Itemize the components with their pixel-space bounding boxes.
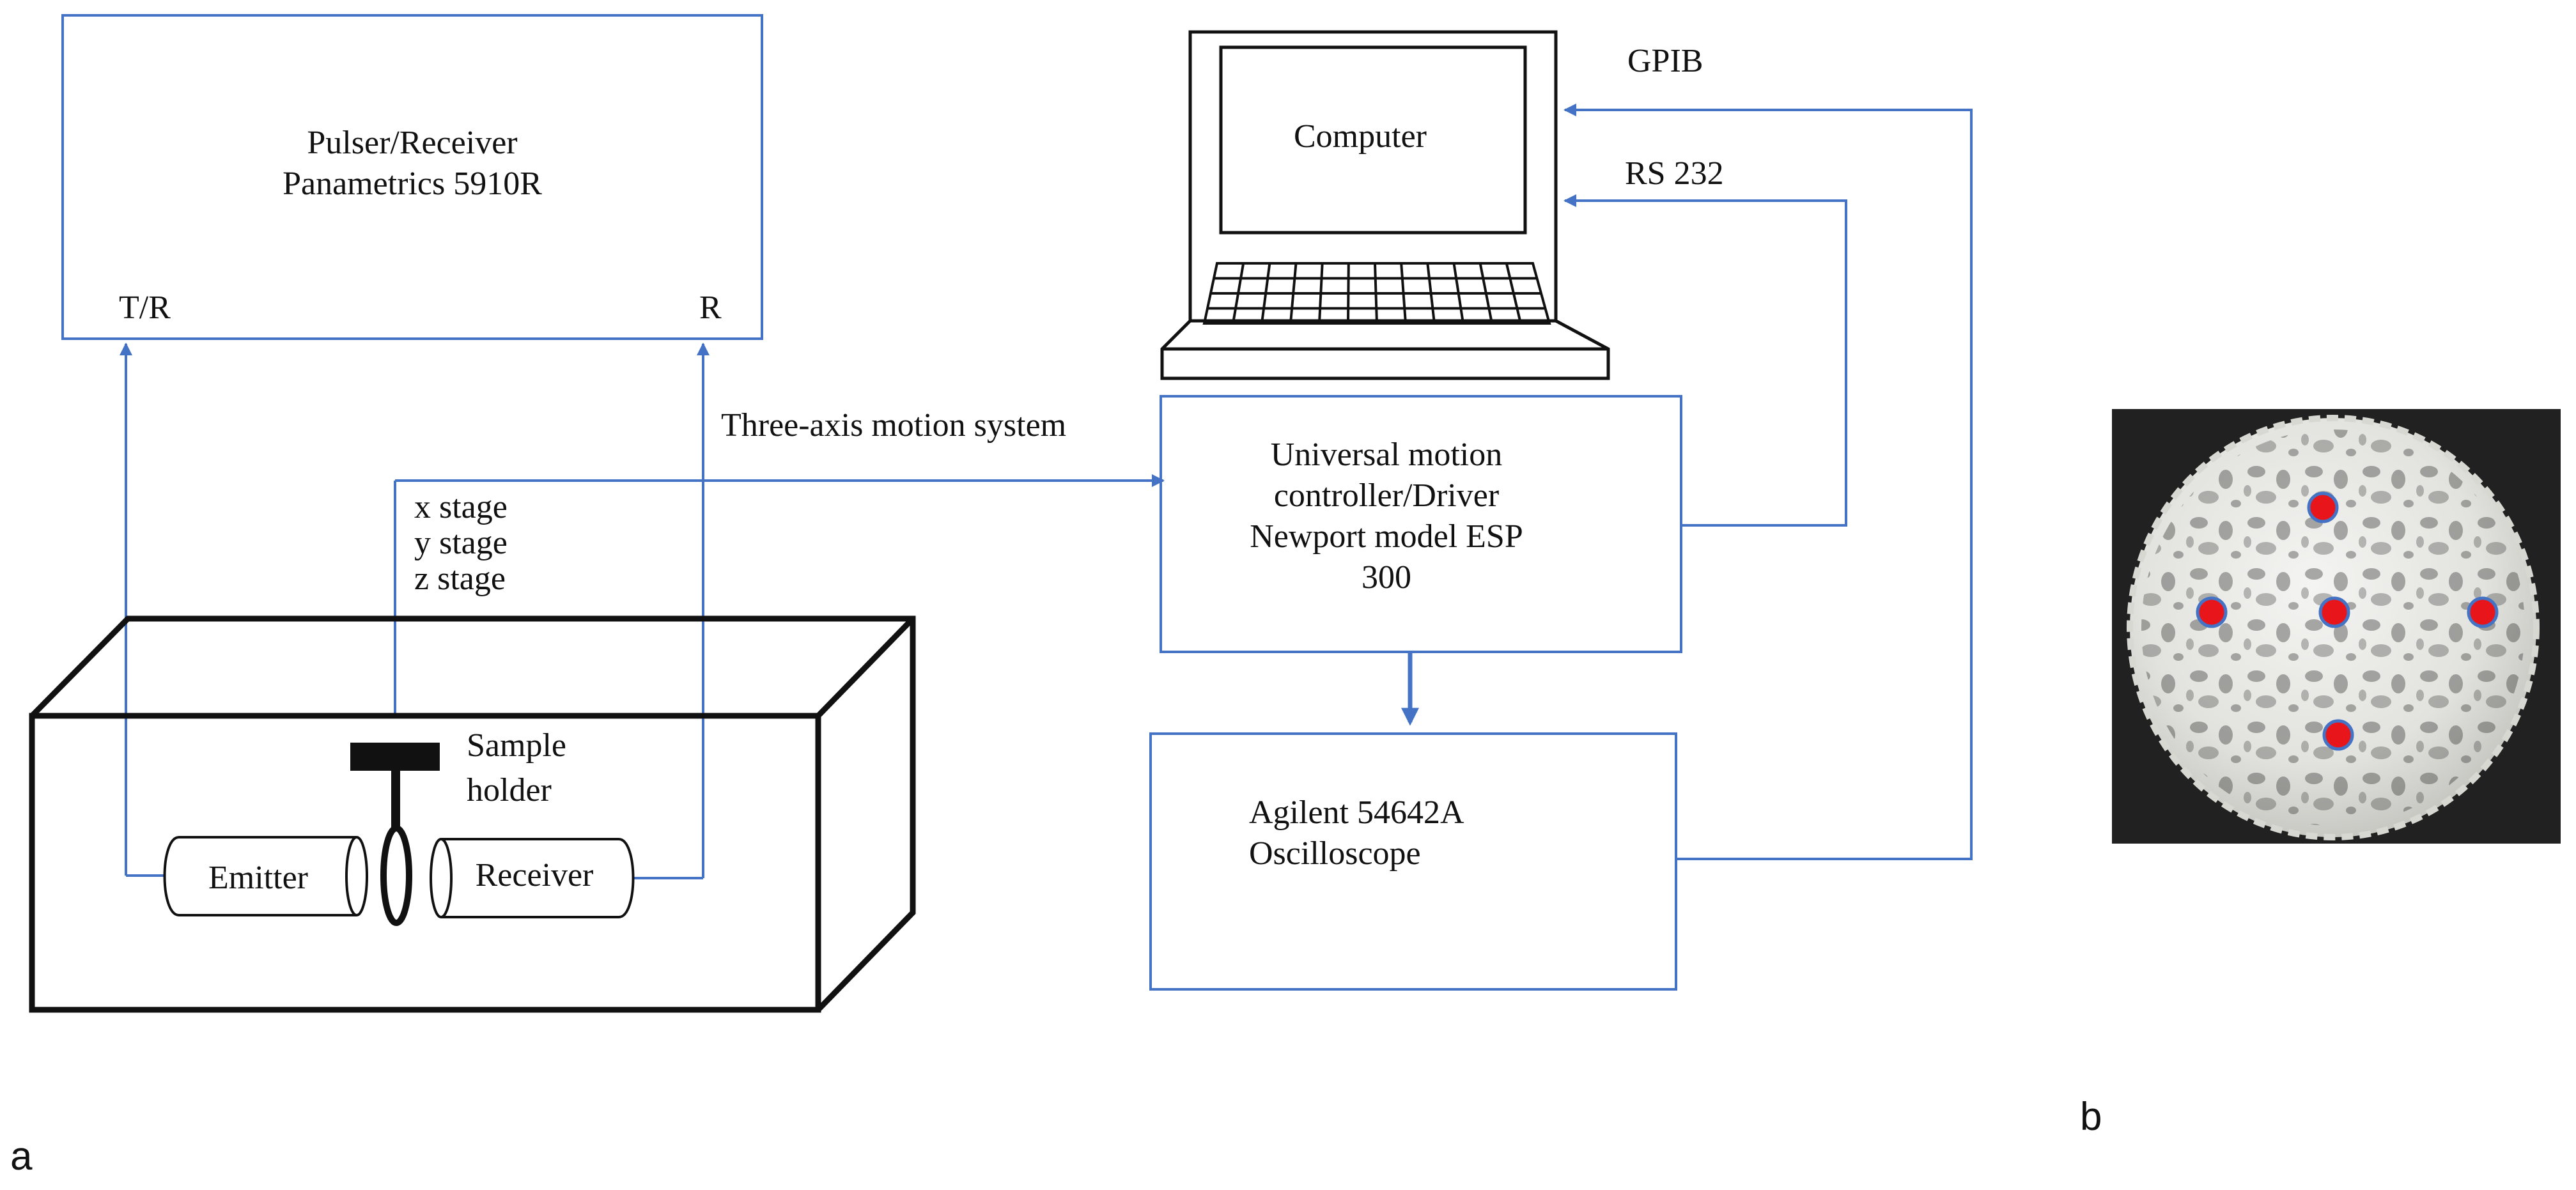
oscilloscope-label-line1: Agilent 54642A bbox=[1249, 794, 1464, 831]
sample-holder-ring bbox=[380, 825, 412, 926]
pulser-title: Pulser/Receiver Panametrics 5910R bbox=[63, 123, 762, 205]
oscilloscope-box bbox=[1149, 732, 1677, 991]
controller-label-line2: controller/Driver bbox=[1273, 477, 1500, 514]
panel-b-label: b bbox=[2080, 1095, 2102, 1139]
oscilloscope-label: Agilent 54642A Oscilloscope bbox=[1249, 792, 1464, 874]
sample-holder-bar bbox=[350, 743, 440, 771]
measurement-markers bbox=[2196, 491, 2499, 751]
wire-gpib bbox=[1563, 104, 1973, 860]
emitter-label: Emitter bbox=[208, 860, 308, 896]
wire-rs232 bbox=[1563, 194, 1847, 527]
pulser-box bbox=[61, 14, 763, 340]
sample-holder-label-line1: Sample bbox=[467, 727, 566, 764]
pulser-title-line1: Pulser/Receiver bbox=[307, 125, 518, 161]
water-tank bbox=[29, 615, 916, 1013]
controller-label-line1: Universal motion bbox=[1270, 437, 1503, 473]
measurement-marker bbox=[2322, 719, 2354, 751]
sample-holder-label-line2: holder bbox=[467, 772, 552, 808]
y-stage-label: y stage bbox=[414, 525, 508, 561]
sample-holder-stem bbox=[391, 771, 400, 828]
computer-label: Computer bbox=[1294, 118, 1427, 155]
port-r-label: R bbox=[699, 290, 722, 326]
measurement-marker bbox=[2307, 491, 2339, 523]
pulser-title-line2: Panametrics 5910R bbox=[283, 166, 542, 202]
controller-label-line4: 300 bbox=[1362, 559, 1411, 596]
measurement-marker bbox=[2467, 596, 2499, 628]
z-stage-label: z stage bbox=[414, 560, 506, 597]
oscilloscope-label-line2: Oscilloscope bbox=[1249, 835, 1421, 872]
receiver-transducer bbox=[430, 838, 635, 918]
rs232-label: RS 232 bbox=[1625, 155, 1724, 192]
controller-label: Universal motion controller/Driver Newpo… bbox=[1161, 435, 1612, 598]
sample-holder-label: Sample holder bbox=[467, 723, 566, 813]
receiver-label: Receiver bbox=[475, 857, 594, 893]
controller-box bbox=[1160, 395, 1682, 653]
emitter-transducer bbox=[163, 836, 368, 916]
measurement-marker bbox=[2196, 596, 2228, 628]
controller-label-line3: Newport model ESP bbox=[1250, 518, 1523, 555]
gpib-label: GPIB bbox=[1627, 43, 1703, 79]
x-stage-label: x stage bbox=[414, 489, 508, 525]
motion-system-label: Three-axis motion system bbox=[721, 407, 1067, 444]
panel-a-label: a bbox=[10, 1134, 33, 1178]
port-tr-label: T/R bbox=[119, 290, 171, 326]
keyboard bbox=[1202, 262, 1551, 325]
computer-laptop bbox=[1160, 30, 1610, 380]
measurement-marker bbox=[2318, 596, 2350, 628]
